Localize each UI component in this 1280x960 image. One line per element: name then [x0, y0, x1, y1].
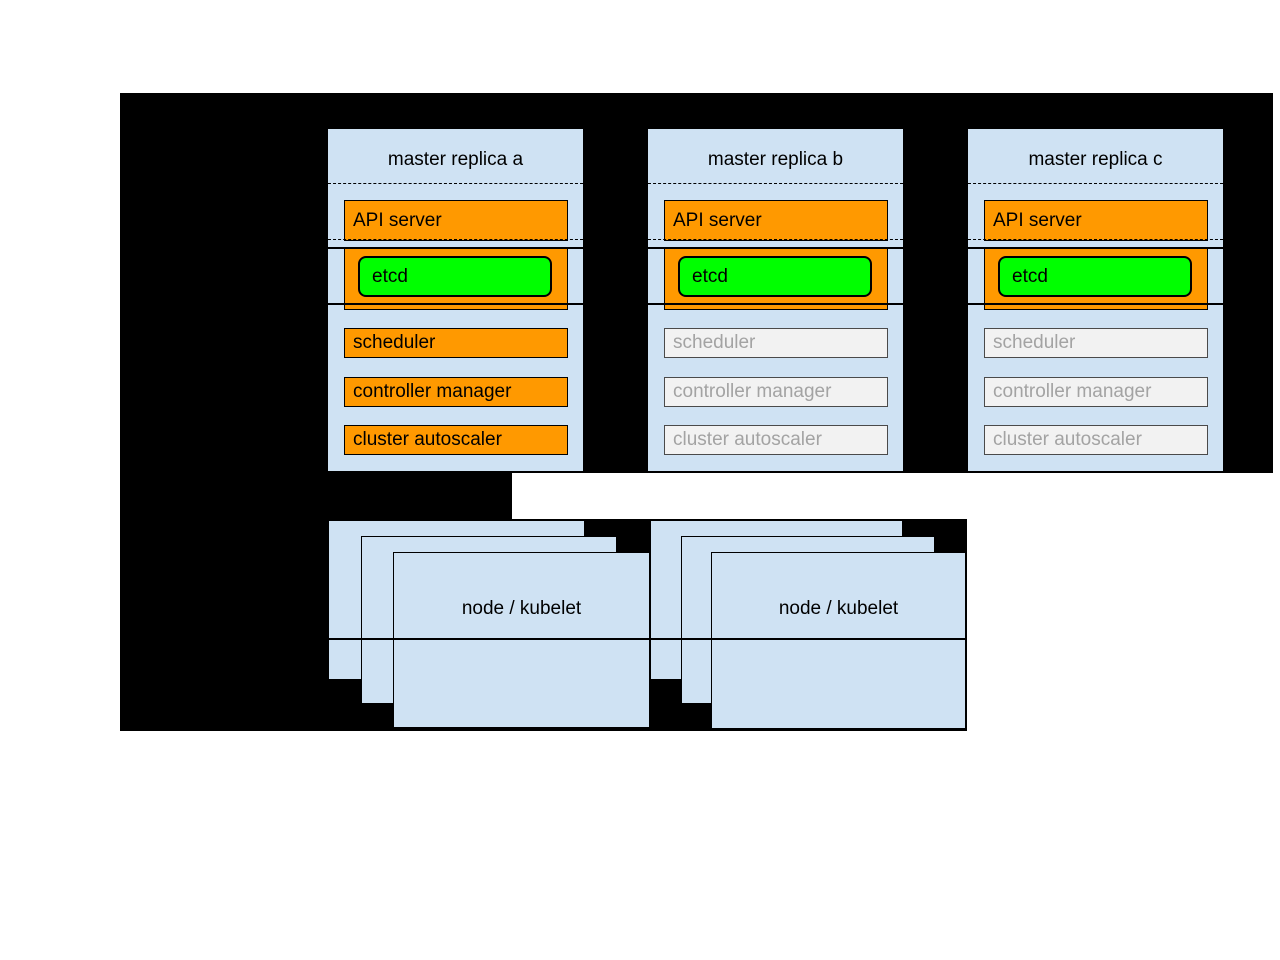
controller-manager-box: controller manager: [344, 377, 568, 407]
load-balancer-dashed-line: [328, 183, 583, 184]
cluster-autoscaler-box: cluster autoscaler: [664, 425, 888, 455]
etcd-zone-line: [968, 303, 1223, 305]
load-balancer-dashed-line: [648, 183, 903, 184]
load-balancer-dashed-line: [968, 239, 1223, 240]
etcd-zone-line: [648, 303, 903, 305]
node-box-front: node / kubelet: [711, 552, 966, 729]
load-balancer-dashed-line: [968, 183, 1223, 184]
etcd-box: etcd: [358, 256, 552, 297]
etcd-box: etcd: [998, 256, 1192, 297]
panel-title: master replica c: [1028, 149, 1163, 170]
node-divider-line: [328, 638, 966, 640]
load-balancer-dashed-line: [328, 239, 583, 240]
node-label: node / kubelet: [778, 598, 899, 619]
controller-manager-box: controller manager: [984, 377, 1208, 407]
etcd-zone-line: [328, 247, 583, 249]
cluster-autoscaler-box: cluster autoscaler: [984, 425, 1208, 455]
scheduler-box: scheduler: [664, 328, 888, 358]
panel-title: master replica a: [387, 149, 524, 170]
etcd-zone-line: [648, 247, 903, 249]
master-panel-b: master replica b API server etcd schedul…: [648, 129, 903, 471]
api-server-box: API server: [984, 200, 1208, 241]
panel-title: master replica b: [707, 149, 844, 170]
api-server-box: API server: [344, 200, 568, 241]
api-server-box: API server: [664, 200, 888, 241]
master-panel-c: master replica c API server etcd schedul…: [968, 129, 1223, 471]
master-panel-a: master replica a API server etcd schedul…: [328, 129, 583, 471]
load-balancer-dashed-line: [648, 239, 903, 240]
etcd-zone-line: [968, 247, 1223, 249]
etcd-box: etcd: [678, 256, 872, 297]
scheduler-box: scheduler: [344, 328, 568, 358]
controller-manager-box: controller manager: [664, 377, 888, 407]
scheduler-box: scheduler: [984, 328, 1208, 358]
cluster-autoscaler-box: cluster autoscaler: [344, 425, 568, 455]
canvas-black-left-step: [120, 473, 512, 520]
etcd-zone-line: [328, 303, 583, 305]
node-label: node / kubelet: [461, 598, 582, 619]
node-box-front: node / kubelet: [393, 552, 650, 728]
